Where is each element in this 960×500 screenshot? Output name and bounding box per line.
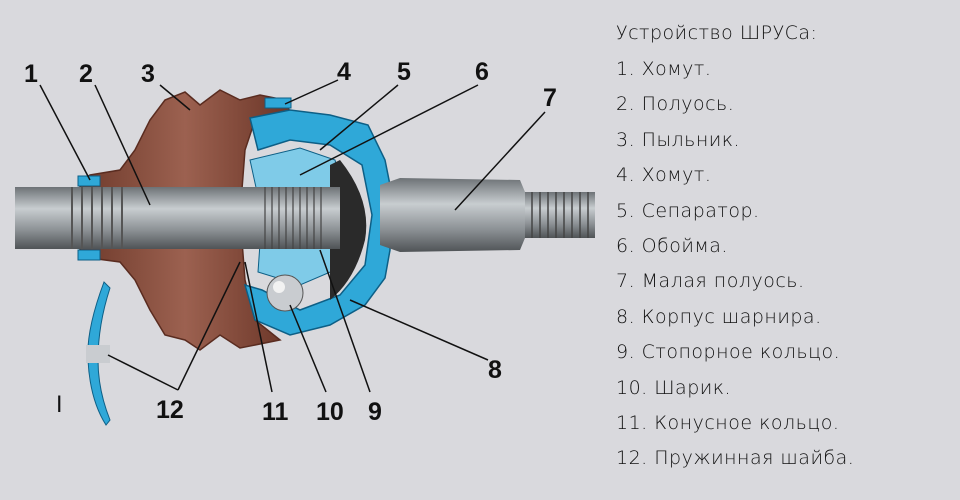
half-shaft [15,187,340,249]
shaft-grooves [71,187,123,249]
legend-item: 6. Обойма. [616,234,728,257]
spline [264,187,322,249]
washer-gap [86,345,110,363]
legend-item: 12. Пружинная шайба. [616,447,855,470]
legend-item: 5. Сепаратор. [616,199,760,222]
ball-highlight [273,281,285,293]
callout-11: 11 [262,398,289,426]
callout-2: 2 [79,60,93,88]
callout-6: 6 [475,58,489,86]
spring-washer [87,281,111,426]
callout-7: 7 [543,84,557,112]
legend-item: 11. Конусное кольцо. [616,411,840,434]
clamp-1-bottom [77,249,101,261]
threads [531,192,589,238]
cv-joint-diagram: 1 2 3 4 5 6 7 8 9 10 11 12 I [15,58,595,426]
callout-1: 1 [24,60,38,88]
legend-item: 8. Корпус шарнира. [616,305,822,328]
joint-housing [243,109,391,336]
callout-3: 3 [141,60,155,88]
legend-item: 4. Хомут. [616,164,712,187]
leader-lines [39,79,546,393]
legend-item: 10. Шарик. [616,376,732,399]
legend-item: 9. Стопорное кольцо. [616,341,841,364]
legend-item: 2. Полуось. [616,93,735,116]
legend-title: Устройство ШРУСа: [616,22,818,44]
callout-4: 4 [337,58,351,86]
clamp-4 [264,97,292,109]
legend: Устройство ШРУСа: 1. Хомут. 2. Полуось. … [616,16,854,477]
section-mark: I [56,393,63,418]
stub-shaft [380,178,525,252]
callout-9: 9 [368,398,382,426]
callout-5: 5 [397,58,411,86]
threaded-end [525,192,595,238]
legend-item: 1. Хомут. [616,58,712,80]
callout-10: 10 [316,398,344,426]
callout-8: 8 [488,356,502,384]
callout-12: 12 [156,396,184,424]
legend-item: 3. Пыльник. [616,128,741,151]
ball [266,274,304,312]
legend-item: 7. Малая полуось. [616,270,805,293]
callout-numbers: 1 2 3 4 5 6 7 8 9 10 11 12 [24,58,557,426]
clamp-1 [77,175,101,187]
